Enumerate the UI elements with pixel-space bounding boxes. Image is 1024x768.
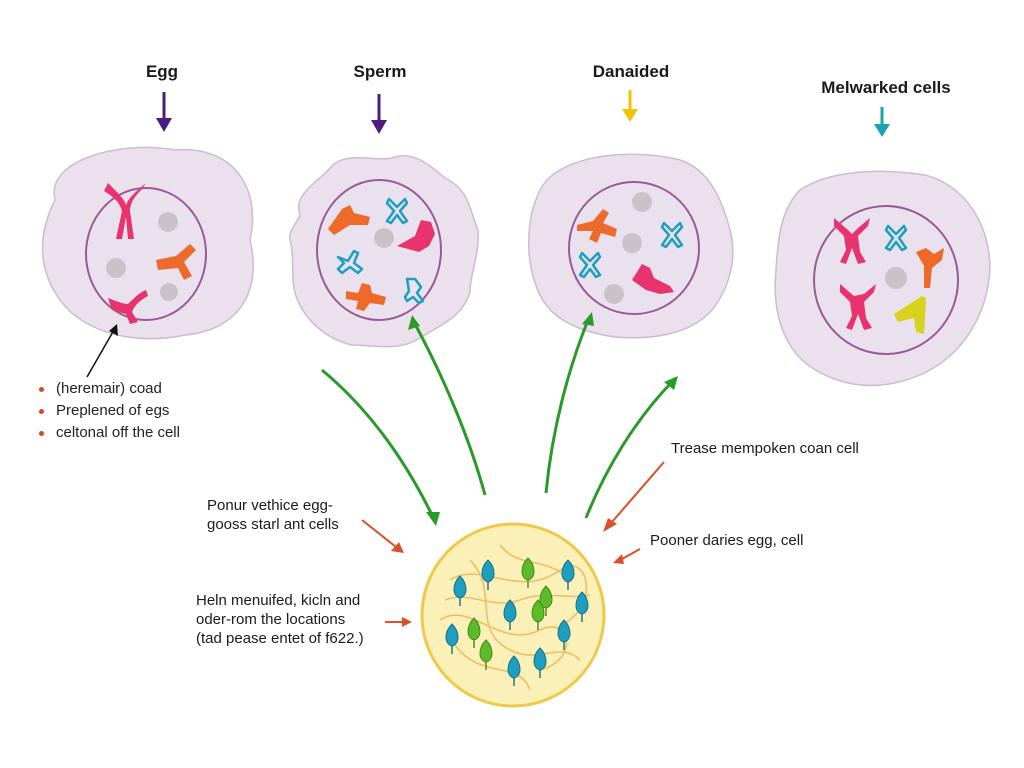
stage-arrow-egg bbox=[156, 92, 172, 132]
stage-title-egg: Egg bbox=[145, 62, 179, 81]
chromosome-teal bbox=[336, 249, 364, 275]
chromosome-orange bbox=[577, 209, 617, 243]
chromosome-teal bbox=[660, 221, 684, 249]
green-arrows bbox=[321, 312, 678, 526]
stage-arrow-danaided bbox=[622, 90, 638, 122]
granule bbox=[158, 212, 178, 232]
bullet-item: celtonal off the cell bbox=[38, 422, 180, 444]
stage-title-danaided: Danaided bbox=[592, 62, 670, 81]
annotation-left-lower: Heln menuifed, kicln and oder-rom the lo… bbox=[196, 591, 364, 648]
chromosome-magenta bbox=[840, 284, 876, 330]
annotation-line: gooss starl ant cells bbox=[207, 516, 339, 533]
annotation-line: Ponur vethice egg- bbox=[207, 497, 333, 514]
chromosome-teal bbox=[403, 277, 425, 305]
chromosome-teal bbox=[385, 197, 409, 225]
granule bbox=[622, 233, 642, 253]
granule bbox=[374, 228, 394, 248]
granule bbox=[106, 258, 126, 278]
annotation-left-upper: Ponur vethice egg- gooss starl ant cells bbox=[207, 496, 339, 534]
red-arrows bbox=[361, 461, 665, 627]
chromosome-magenta bbox=[632, 264, 674, 294]
granule bbox=[632, 192, 652, 212]
chromosome-magenta bbox=[834, 218, 870, 264]
sperm-cell bbox=[289, 155, 480, 348]
chromosome-teal bbox=[578, 251, 602, 279]
chromosome-magenta bbox=[104, 183, 146, 239]
granule bbox=[160, 283, 178, 301]
stage-arrow-melwarked bbox=[874, 107, 890, 137]
stage-title-sperm: Sperm bbox=[353, 62, 407, 81]
egg-cell bbox=[41, 146, 254, 340]
chromosome-teal bbox=[884, 224, 908, 252]
egg-bullet-list: (heremair) coad Preplened of egs celtona… bbox=[38, 378, 180, 444]
annotation-right-lower: Pooner daries egg, cell bbox=[650, 532, 804, 549]
granule bbox=[604, 284, 624, 304]
chromosome-orange bbox=[916, 248, 944, 288]
annotation-right-upper: Trease mempoken coan cell bbox=[671, 440, 859, 457]
bullet-item: Preplened of egs bbox=[38, 400, 180, 422]
chromosome-orange bbox=[328, 205, 370, 235]
danaided-cell bbox=[528, 153, 734, 339]
melwarked-cell bbox=[774, 170, 991, 387]
stage-arrow-sperm bbox=[371, 94, 387, 134]
chromosome-orange bbox=[346, 283, 386, 311]
annotation-line: (tad pease entet of f622.) bbox=[196, 630, 364, 647]
sperm-nuclei bbox=[445, 557, 589, 686]
annotation-line: Heln menuifed, kicln and bbox=[196, 592, 361, 609]
chromosome-orange bbox=[156, 244, 196, 280]
granule bbox=[885, 267, 907, 289]
chromosome-yellow bbox=[894, 296, 926, 334]
annotation-line: oder-rom the locations bbox=[196, 611, 346, 628]
chromosome-magenta bbox=[397, 220, 435, 252]
fertilized-cell bbox=[420, 522, 606, 708]
egg-pointer-arrow bbox=[86, 324, 118, 378]
chromosome-magenta bbox=[108, 290, 148, 324]
stage-title-melwarked: Melwarked cells bbox=[821, 78, 951, 97]
bullet-item: (heremair) coad bbox=[38, 378, 180, 400]
